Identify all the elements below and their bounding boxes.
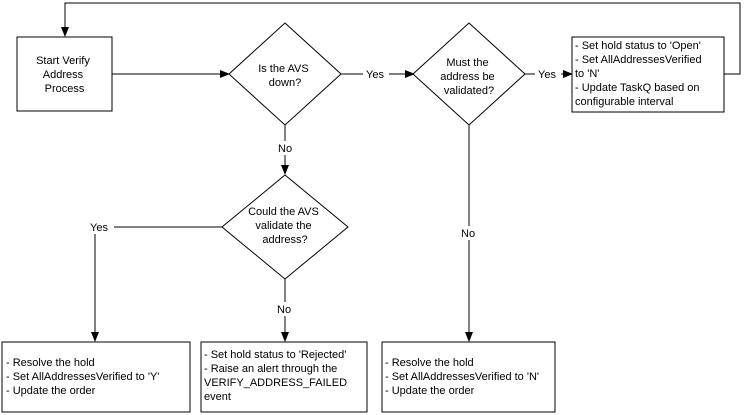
node-start-line: Start Verify xyxy=(36,55,90,67)
node-resolve-y-line: - Update the order xyxy=(6,385,96,397)
decision-must-validate-line: validated? xyxy=(444,85,494,97)
node-rejected-line: VERIFY_ADDRESS_FAILED xyxy=(204,377,347,389)
edge-labels: Yes Yes No Yes No No xyxy=(88,67,561,316)
node-resolve-n-line: - Resolve the hold xyxy=(385,357,474,369)
decision-avs-down-line: down? xyxy=(269,77,301,89)
node-resolve-y-line: - Set AllAddressesVerified to 'Y' xyxy=(6,371,159,383)
node-hold-open-line: to 'N' xyxy=(575,68,599,80)
node-hold-open-line: - Update TaskQ based on xyxy=(575,82,700,94)
decision-must-validate: Must the address be validated? xyxy=(412,22,526,126)
node-start-line: Process xyxy=(45,83,85,95)
decision-avs-down: Is the AVS down? xyxy=(228,22,342,126)
decision-must-validate-line: Must the xyxy=(446,57,488,69)
svg-text:Could the AVS validate t: Could the AVS validate the address? xyxy=(248,206,322,246)
node-resolve-y-line: - Resolve the hold xyxy=(6,357,95,369)
decision-avs-down-line: Is the AVS xyxy=(258,63,309,75)
label-avs-down-no: No xyxy=(278,143,292,155)
label-must-validate-no: No xyxy=(461,228,475,240)
svg-text:- Resolve the hold - Set: - Resolve the hold - Set AllAddressesVer… xyxy=(6,357,162,397)
node-hold-open: - Set hold status to 'Open' - Set AllAdd… xyxy=(571,36,725,113)
edge-loop-back xyxy=(61,2,741,75)
edge-avs-could-yes xyxy=(91,226,222,342)
svg-text:Must the address be: Must the address be validated? xyxy=(440,57,498,97)
node-rejected: - Set hold status to 'Rejected' - Raise … xyxy=(200,341,368,413)
svg-text:Is the AVS down?: Is the AVS down? xyxy=(258,63,312,89)
svg-text:- Resolve the hold - Set: - Resolve the hold - Set AllAddressesVer… xyxy=(385,357,542,397)
node-rejected-line: - Set hold status to 'Rejected' xyxy=(204,349,346,361)
node-rejected-line: event xyxy=(204,391,231,403)
node-resolve-n: - Resolve the hold - Set AllAddressesVer… xyxy=(381,341,556,413)
svg-text:Start Verify Address: Start Verify Address Process xyxy=(36,55,93,95)
label-avs-could-yes: Yes xyxy=(90,222,108,234)
svg-text:- Set hold status to 'Rejected: - Set hold status to 'Rejected' - Raise … xyxy=(204,349,350,403)
decision-must-validate-line: address be xyxy=(440,71,494,83)
node-resolve-n-line: - Set AllAddressesVerified to 'N' xyxy=(385,371,539,383)
node-hold-open-line: - Set hold status to 'Open' xyxy=(575,40,701,52)
label-avs-could-no: No xyxy=(277,304,291,316)
node-start-line: Address xyxy=(43,69,84,81)
decision-avs-could-line: address? xyxy=(262,234,307,246)
svg-text:- Set hold status to 'Open': - Set hold status to 'Open' - Set AllAdd… xyxy=(575,40,705,108)
label-must-validate-yes: Yes xyxy=(538,69,556,81)
node-hold-open-line: configurable interval xyxy=(575,96,673,108)
node-start: Start Verify Address Process xyxy=(16,36,113,112)
node-resolve-n-line: - Update the order xyxy=(385,385,475,397)
label-avs-down-yes: Yes xyxy=(366,69,384,81)
node-resolve-y: - Resolve the hold - Set AllAddressesVer… xyxy=(1,341,191,413)
node-hold-open-line: - Set AllAddressesVerified xyxy=(575,54,702,66)
node-rejected-line: - Raise an alert through the xyxy=(204,363,337,375)
decision-avs-could-line: Could the AVS xyxy=(248,206,319,218)
decision-avs-could: Could the AVS validate the address? xyxy=(221,174,349,280)
decision-avs-could-line: validate the xyxy=(255,220,311,232)
